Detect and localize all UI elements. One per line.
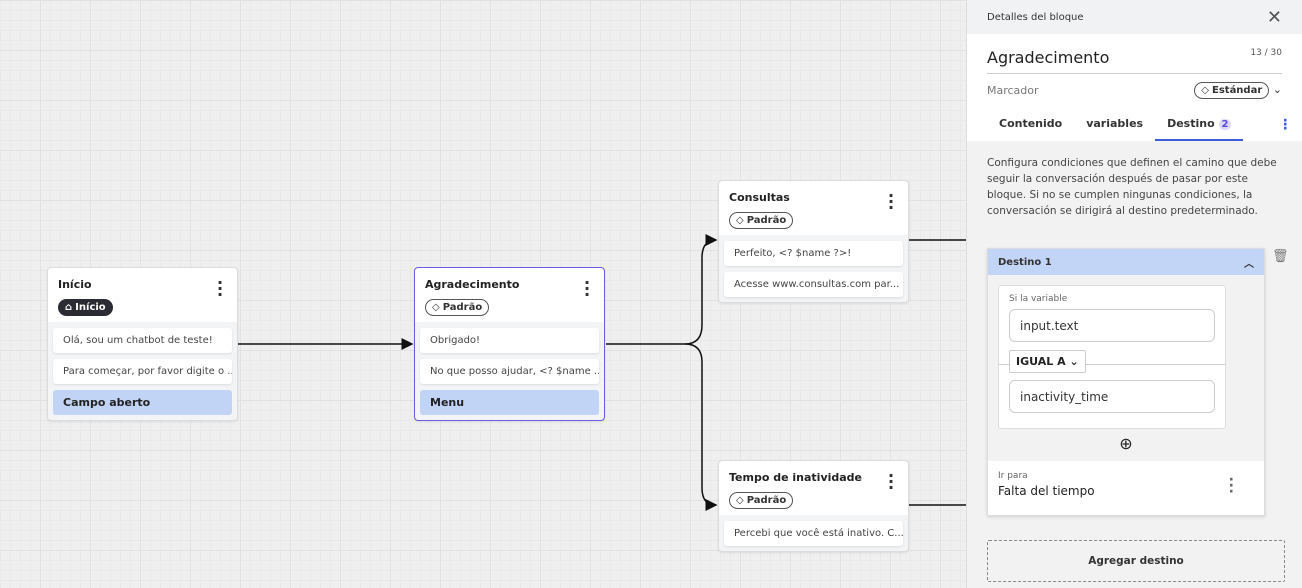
message[interactable]: No que posso ajudar, <? $name ... — [420, 359, 599, 384]
trash-icon[interactable]: 🗑 — [1272, 249, 1289, 264]
chevron-down-icon: ⌄ — [1069, 355, 1079, 368]
tab-variables[interactable]: variables — [1086, 117, 1144, 130]
tag-label: Padrão — [746, 215, 787, 226]
tag: ◇Padrão — [729, 212, 794, 229]
marker-value: Estándar — [1212, 85, 1263, 96]
add-destination-button[interactable]: Agregar destino — [987, 540, 1285, 582]
node-title: Consultas — [729, 191, 790, 204]
destination-header[interactable]: Destino 1 ︿ — [988, 249, 1264, 275]
more-icon[interactable]: ··· — [217, 273, 224, 304]
more-icon[interactable]: ··· — [584, 273, 591, 304]
chevron-down-icon: ⌄ — [1272, 83, 1282, 96]
home-icon: ⌂ — [65, 302, 73, 313]
node-consultas[interactable]: Consultas ··· ◇Padrão Perfeito, <? $name… — [718, 180, 909, 303]
close-icon[interactable]: ✕ — [1266, 6, 1282, 28]
operator-value: IGUAL A — [1016, 355, 1066, 368]
variable-input[interactable]: input.text — [1009, 309, 1215, 342]
more-icon[interactable]: ··· — [888, 466, 895, 497]
option[interactable]: Campo aberto — [53, 390, 232, 415]
edge-agradecimento-inatividade — [684, 343, 718, 511]
message[interactable]: Acesse www.consultas.com par... — [724, 272, 903, 297]
message[interactable]: Para começar, por favor digite o ... — [53, 359, 232, 384]
message[interactable]: Obrigado! — [420, 328, 599, 353]
edge-agradecimento-consultas — [606, 234, 718, 345]
char-count: 13 / 30 — [1250, 48, 1282, 58]
tab-label: Destino — [1167, 117, 1215, 130]
more-icon[interactable]: ··· — [888, 186, 895, 217]
tag-label: Padrão — [746, 495, 787, 506]
destination-card: Destino 1 ︿ Si la variable input.text IGU… — [987, 248, 1265, 516]
flow-canvas[interactable]: Início ··· ⌂Início Olá, sou um chatbot d… — [0, 0, 966, 588]
message[interactable]: Olá, sou um chatbot de teste! — [53, 328, 232, 353]
block-name-input[interactable]: Agradecimento — [987, 48, 1110, 67]
tab-destino[interactable]: Destino 2 — [1155, 117, 1244, 141]
node-inicio[interactable]: Início ··· ⌂Início Olá, sou um chatbot d… — [47, 267, 238, 421]
chevron-up-icon[interactable]: ︿ — [1244, 258, 1254, 270]
tag-icon: ◇ — [1201, 85, 1209, 96]
tag-icon: ◇ — [736, 215, 744, 226]
message[interactable]: Percebi que você está inativo. C... — [724, 521, 903, 546]
node-tempo-inatividade[interactable]: Tempo de inatividade ··· ◇Padrão Percebi… — [718, 460, 909, 552]
count-badge: 2 — [1218, 119, 1232, 130]
panel-header: Detalles del bloque — [987, 11, 1084, 23]
message[interactable]: Perfeito, <? $name ?>! — [724, 241, 903, 266]
marker-select[interactable]: ◇Estándar ⌄ — [1194, 82, 1282, 99]
option[interactable]: Menu — [420, 390, 599, 415]
more-vertical-icon[interactable]: ··· — [1228, 472, 1234, 500]
if-variable-label: Si la variable — [1009, 294, 1068, 304]
marker-tag: ◇Estándar — [1194, 82, 1270, 99]
more-vertical-icon[interactable]: ··· — [1282, 113, 1288, 137]
divider — [999, 364, 1225, 365]
tag-icon: ◇ — [432, 302, 440, 313]
tab-bar: Contenido variables Destino 2 ··· — [987, 107, 1288, 141]
block-details-panel: Detalles del bloque ✕ Agradecimento 13 / 3… — [966, 0, 1302, 588]
marker-label: Marcador — [987, 84, 1039, 97]
start-tag: ⌂Início — [58, 299, 113, 316]
node-agradecimento[interactable]: Agradecimento ··· ◇Padrão Obrigado! No q… — [414, 267, 605, 421]
goto-field[interactable]: Ir para Falta del tiempo ··· — [988, 461, 1264, 515]
description: Configura condiciones que definen el cam… — [987, 157, 1277, 217]
destination-title: Destino 1 — [998, 256, 1052, 268]
goto-value: Falta del tiempo — [998, 484, 1095, 498]
value-input[interactable]: inactivity_time — [1009, 380, 1215, 413]
node-title: Agradecimento — [425, 278, 520, 291]
tag-icon: ◇ — [736, 495, 744, 506]
tag: ◇Padrão — [425, 299, 490, 316]
flow-edges — [238, 234, 966, 511]
goto-label: Ir para — [998, 471, 1028, 481]
tag-label: Padrão — [442, 302, 483, 313]
node-title: Início — [58, 278, 92, 291]
tag: ◇Padrão — [729, 492, 794, 509]
tag-label: Início — [75, 302, 106, 313]
operator-select[interactable]: IGUAL A ⌄ — [1009, 350, 1086, 373]
tab-contenido[interactable]: Contenido — [999, 117, 1063, 130]
condition-box: Si la variable input.text IGUAL A ⌄ inac… — [998, 285, 1226, 429]
add-condition-icon[interactable]: ⊕ — [1119, 434, 1133, 453]
node-title: Tempo de inatividade — [729, 471, 863, 484]
